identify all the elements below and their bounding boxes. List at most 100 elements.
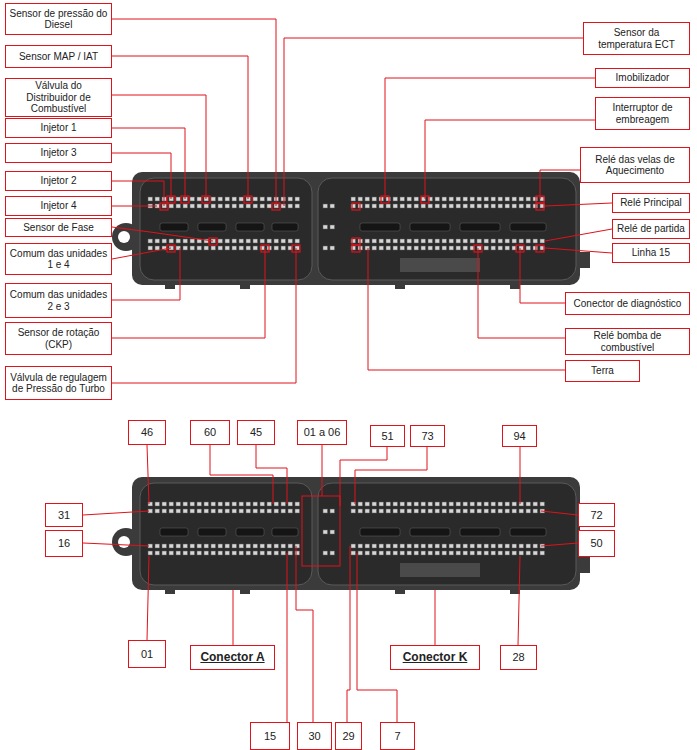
pin-mark — [516, 245, 524, 252]
leader-line — [112, 206, 157, 207]
callout-text: 46 — [141, 426, 153, 439]
leader-line — [520, 248, 565, 303]
callout-text: Interruptor de embreagem — [599, 102, 686, 125]
callout-text: Sensor de pressão do Diesel — [9, 8, 108, 31]
pin-group-frame — [302, 496, 340, 566]
callout-text: Injetor 4 — [40, 200, 76, 212]
pin-mark — [160, 203, 168, 210]
pin-mark — [352, 238, 360, 245]
callout-text: Imobilizador — [616, 72, 670, 84]
leader-line — [112, 248, 265, 338]
ecu-top — [112, 172, 590, 289]
pin-mark — [536, 196, 544, 203]
leader-line — [112, 95, 206, 199]
callout-box: Sensor da temperatura ECT — [583, 22, 690, 55]
callout-text: Terra — [591, 365, 614, 377]
callout-text: 31 — [58, 509, 70, 522]
leader-line — [233, 590, 234, 645]
callout-number: 73 — [410, 425, 445, 447]
leader-line — [112, 19, 276, 206]
pin-mark — [352, 245, 360, 252]
callout-number: 01 a 06 — [297, 420, 347, 445]
leader-line — [540, 170, 580, 199]
callout-box: Injetor 4 — [5, 196, 112, 216]
pin-mark — [167, 196, 175, 203]
callout-text: 73 — [421, 430, 433, 443]
callout-number: 94 — [502, 425, 537, 447]
callout-number: 01 — [128, 640, 166, 668]
leader-line — [545, 203, 612, 206]
callout-text: Conector A — [200, 651, 264, 665]
callout-text: Sensor da temperatura ECT — [587, 27, 686, 50]
pin-mark — [381, 196, 389, 203]
pin-mark — [272, 203, 280, 210]
callout-text: 15 — [264, 730, 276, 743]
callout-text: 29 — [342, 730, 354, 743]
callout-number: 31 — [45, 503, 83, 527]
callout-text: 60 — [204, 426, 216, 439]
leader-line — [112, 227, 213, 241]
leader-line — [112, 248, 171, 259]
callout-text: Conector K — [403, 651, 468, 665]
callout-number: 15 — [250, 722, 290, 750]
callout-text: 94 — [513, 430, 525, 443]
pin-highlights — [160, 196, 544, 252]
callout-box: Sensor de rotação (CKP) — [5, 322, 112, 355]
leader-line — [518, 556, 520, 645]
callout-box: Injetor 3 — [5, 143, 112, 163]
callout-box: Comum das unidades 2 e 3 — [5, 283, 112, 318]
callout-number: 16 — [45, 530, 83, 557]
callout-text: Injetor 3 — [40, 147, 76, 159]
callout-number: 51 — [370, 425, 405, 447]
callout-box: Conector de diagnóstico — [565, 292, 690, 315]
pin-mark — [292, 245, 300, 252]
callout-box: Relé Principal — [612, 193, 690, 213]
leader-line — [541, 543, 578, 546]
callout-number: 30 — [297, 722, 332, 750]
callout-text: Sensor MAP / IAT — [19, 51, 98, 63]
leader-line — [296, 546, 313, 722]
leader-line — [478, 248, 565, 338]
callout-text: Sensor de rotação (CKP) — [9, 327, 108, 350]
callout-box: Sensor de Fase — [5, 218, 112, 237]
connector-name: Conector A — [190, 645, 275, 670]
leader-line — [112, 248, 180, 300]
leader-line — [287, 553, 288, 722]
leader-line — [368, 248, 565, 370]
leader-line — [147, 556, 149, 640]
callout-box: Válvula do Distribuidor de Combustível — [5, 78, 112, 117]
leader-line — [83, 543, 149, 546]
connector-name: Conector K — [390, 645, 480, 670]
callout-number: 50 — [578, 530, 615, 557]
callout-text: Sensor de Fase — [23, 222, 94, 234]
callout-text: 01 — [141, 648, 153, 661]
leader-line — [112, 128, 185, 199]
leader-line — [210, 445, 273, 504]
leader-line — [435, 590, 436, 645]
pin-mark — [421, 196, 429, 203]
callout-text: 51 — [381, 430, 393, 443]
callout-box: Relé de partida — [612, 219, 690, 239]
callout-text: 16 — [58, 537, 70, 550]
pin-mark — [181, 196, 189, 203]
callout-box: Injetor 2 — [5, 171, 112, 191]
leader-line — [112, 248, 296, 383]
callout-number: 60 — [190, 420, 230, 445]
callout-box: Sensor de pressão do Diesel — [5, 3, 112, 35]
leader-line — [357, 553, 397, 722]
callout-text: 50 — [590, 537, 602, 550]
ecu-bottom — [112, 477, 590, 594]
callout-box: Sensor MAP / IAT — [5, 45, 112, 68]
callout-number: 46 — [128, 420, 166, 445]
callout-text: Injetor 1 — [40, 122, 76, 134]
callout-text: 72 — [590, 509, 602, 522]
pin-mark — [167, 245, 175, 252]
leader-line — [147, 445, 149, 504]
callout-box: Válvula de regulagem de Pressão do Turbo — [5, 366, 112, 400]
pin-mark — [536, 245, 544, 252]
pin-mark — [352, 203, 360, 210]
callout-text: 30 — [308, 730, 320, 743]
leader-line — [545, 248, 612, 253]
leader-lines — [83, 19, 612, 722]
